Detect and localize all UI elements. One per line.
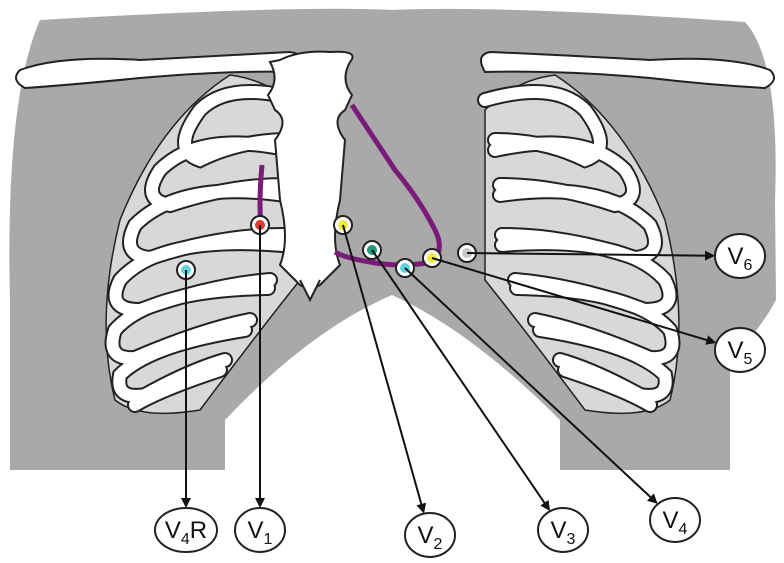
lead-subscript: 6 xyxy=(744,257,753,274)
lead-letter: V xyxy=(728,337,744,364)
lead-letter: V xyxy=(663,507,679,534)
lead-letter: V xyxy=(165,517,181,544)
lead-letter: V xyxy=(551,517,567,544)
lead-letter: V xyxy=(728,243,744,270)
lead-letter: V xyxy=(248,517,264,544)
lead-suffix: R xyxy=(190,517,207,544)
lead-subscript: 2 xyxy=(434,536,443,553)
lead-subscript: 5 xyxy=(744,351,753,368)
lead-subscript: 1 xyxy=(264,531,273,548)
lead-subscript: 3 xyxy=(567,531,576,548)
lead-subscript: 4 xyxy=(181,531,190,548)
lead-subscript: 4 xyxy=(679,521,688,538)
lead-letter: V xyxy=(418,522,434,549)
